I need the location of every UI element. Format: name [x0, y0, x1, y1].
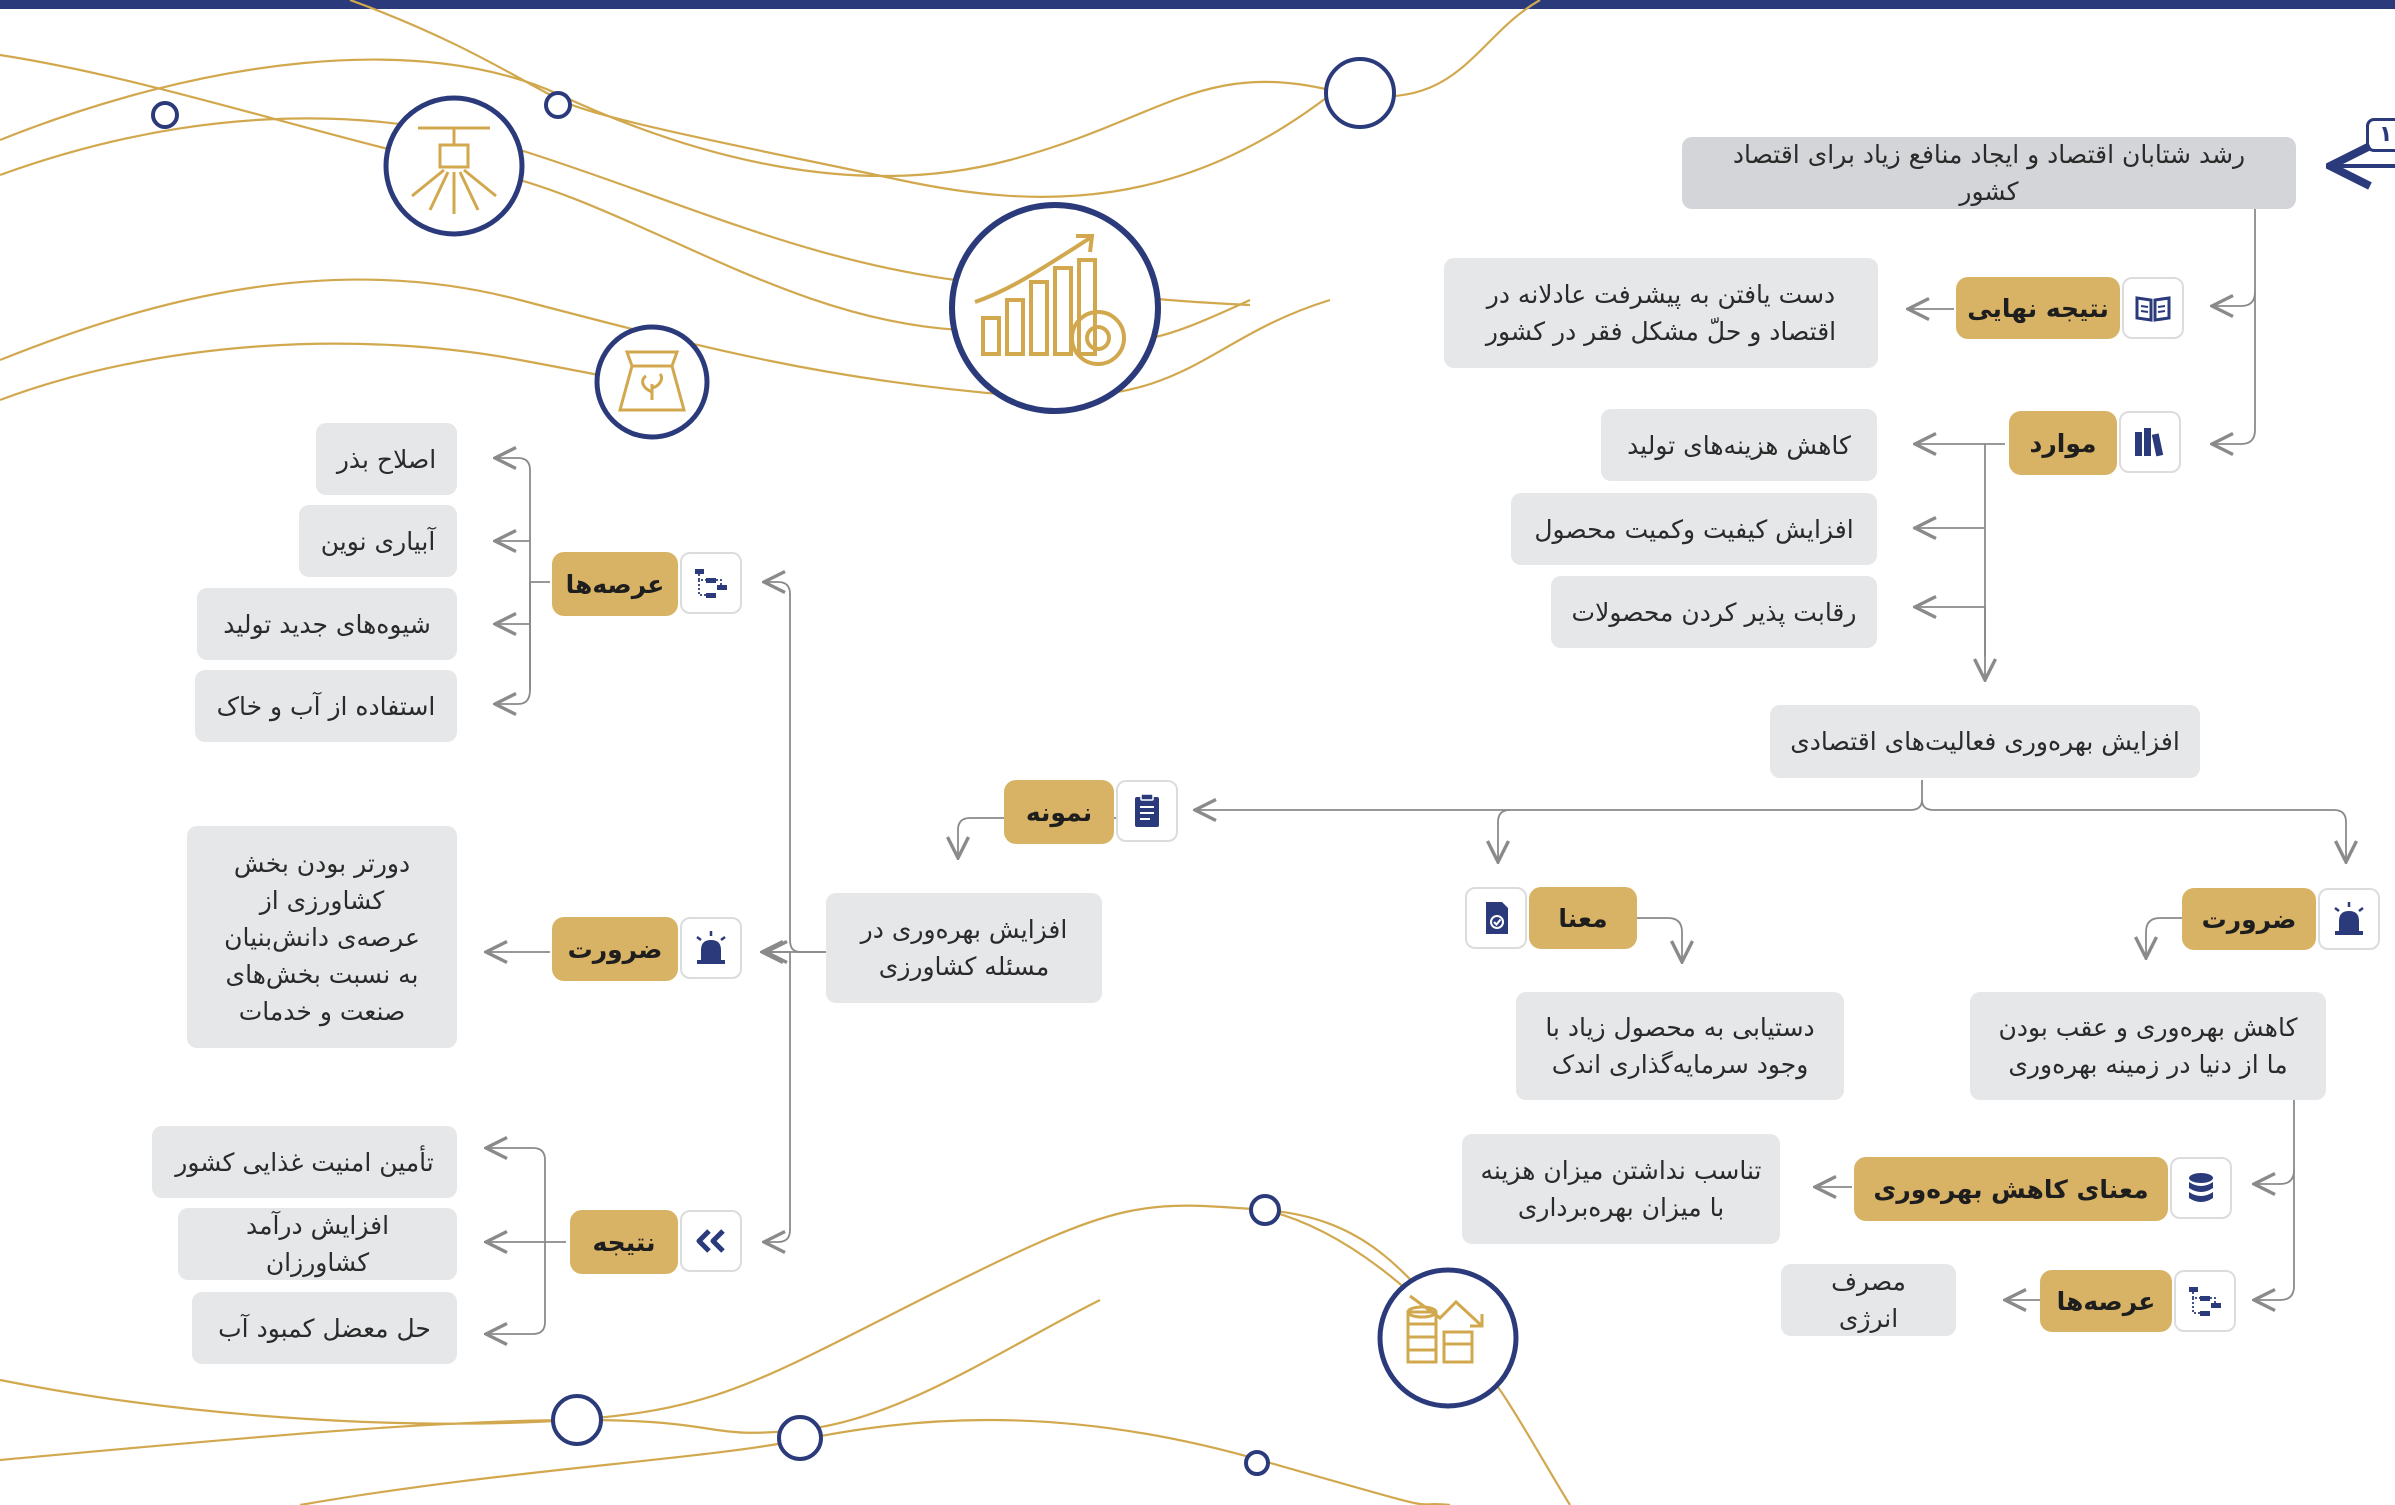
nateje-nahayi-pill: نتیجه نهایی	[1956, 277, 2120, 339]
zarurat-left-pill: ضرورت	[552, 917, 678, 981]
book-icon	[2122, 277, 2184, 339]
nemune-pill: نمونه	[1004, 780, 1114, 844]
mavared-pill: موارد	[2009, 411, 2117, 475]
nemune-text: افزایش بهره‌وری در مسئله کشاورزی	[826, 893, 1102, 1003]
arsehha-right-pill: عرصه‌ها	[2040, 1270, 2172, 1332]
arsehha-left-item: استفاده از آب و خاک	[195, 670, 457, 742]
arsehha-right-item: مصرف انرژی	[1781, 1264, 1956, 1336]
clipboard-icon	[1116, 780, 1178, 842]
mavared-item: کاهش هزینه‌های تولید	[1601, 409, 1877, 481]
zarurat-right-pill: ضرورت	[2182, 888, 2316, 950]
top-bar	[0, 0, 2395, 9]
nateje-item: افزایش درآمد کشاورزان	[178, 1208, 457, 1280]
nateje-item: حل معضل کمبود آب	[192, 1292, 457, 1364]
nateje-item: تأمین امنیت غذایی کشور	[152, 1126, 457, 1198]
mana-kahesh-text: تناسب نداشتن میزان هزینه با میزان بهره‌ب…	[1462, 1134, 1780, 1244]
page-number-badge: ۱	[2366, 118, 2395, 152]
coins-down-icon	[1377, 1267, 1519, 1409]
alarm-icon	[2318, 888, 2380, 950]
mavared-item: رقابت پذیر کردن محصولات	[1551, 576, 1877, 648]
books-icon	[2119, 411, 2181, 473]
zarurat-right-text: کاهش بهره‌وری و عقب بودن ما از دنیا در ز…	[1970, 992, 2326, 1100]
sprinkler-icon	[383, 95, 525, 237]
arsehha-left-item: شیوه‌های جدید تولید	[197, 588, 457, 660]
center-box: افزایش بهره‌وری فعالیت‌های اقتصادی	[1770, 705, 2200, 778]
arsehha-left-item: آبیاری نوین	[299, 505, 457, 577]
alarm-icon	[680, 917, 742, 979]
database-icon	[2170, 1157, 2232, 1219]
mana-text: دستیابی به محصول زیاد با وجود سرمایه‌گذا…	[1516, 992, 1844, 1100]
nateje-nahayi-text: دست یافتن به پیشرفت عادلانه در اقتصاد و …	[1444, 258, 1878, 368]
flowchart-icon	[2174, 1270, 2236, 1332]
header-box: رشد شتابان اقتصاد و ایجاد منافع زیاد برا…	[1682, 137, 2296, 209]
growth-gear-icon	[949, 202, 1161, 414]
mana-kahesh-pill: معنای کاهش بهره‌وری	[1854, 1157, 2168, 1221]
arsehha-left-item: اصلاح بذر	[316, 423, 457, 495]
mavared-item: افزایش کیفیت وکمیت محصول	[1511, 493, 1877, 565]
arsehha-left-pill: عرصه‌ها	[552, 552, 678, 616]
decor-rings	[151, 57, 1396, 1476]
mana-pill: معنا	[1529, 887, 1637, 949]
flowchart-icon	[680, 552, 742, 614]
document-check-icon	[1465, 887, 1527, 949]
seed-bag-icon	[594, 324, 710, 440]
zarurat-left-text: دورتر بودن بخش کشاورزی از عرصه‌ی دانش‌بن…	[187, 826, 457, 1048]
nateje-pill: نتیجه	[570, 1210, 678, 1274]
connectors	[486, 207, 2346, 1334]
double-chevron-left-icon	[680, 1210, 742, 1272]
